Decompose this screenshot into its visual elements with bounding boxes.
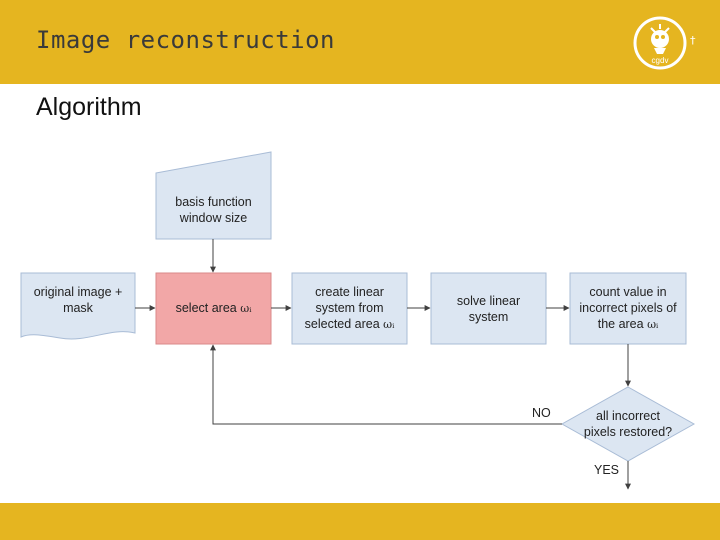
no-label: NO <box>532 406 551 420</box>
omega-symbol: ωᵢ <box>647 318 659 331</box>
solve-system-shape <box>430 272 547 345</box>
original-image-node: original image + mask <box>21 273 135 327</box>
basis-function-label: basis function window size <box>175 194 252 225</box>
original-image-shape <box>20 272 136 340</box>
arrow-no-loop <box>210 344 562 425</box>
omega-symbol: ωᵢ <box>383 318 395 331</box>
logo-text: cgdv <box>652 56 669 65</box>
count-value-label: count value in incorrect pixels of the a… <box>579 285 677 331</box>
solve-system-node: solve linear system <box>431 273 546 344</box>
yes-label: YES <box>594 463 620 477</box>
count-value-node: count value in incorrect pixels of the a… <box>570 273 686 344</box>
decision-node: all incorrect pixels restored? <box>572 400 684 448</box>
solve-system-label: solve linear system <box>456 293 521 324</box>
slide-title: Image reconstruction <box>36 26 335 54</box>
create-system-label: create linear system from selected area <box>304 285 384 331</box>
select-area-node: select area ωᵢ <box>156 273 271 344</box>
footer-bar <box>0 503 720 540</box>
select-area-label: select area <box>175 301 241 315</box>
create-system-node: create linear system from selected area … <box>292 273 407 344</box>
slide-subtitle: Algorithm <box>36 93 142 121</box>
cgdv-logo-icon: cgdv † <box>633 16 696 70</box>
select-area-shape <box>155 272 272 345</box>
logo-mark: † <box>690 34 696 47</box>
basis-function-node: basis function window size <box>156 180 271 239</box>
decision-label: all incorrect pixels restored? <box>583 409 673 439</box>
original-image-label: original image + mask <box>33 285 123 315</box>
basis-function-shape <box>155 151 272 240</box>
create-system-shape <box>291 272 408 345</box>
title-bar: Image reconstruction cgdv † <box>0 0 720 84</box>
count-value-shape <box>569 272 687 345</box>
omega-symbol: ωᵢ <box>240 302 252 315</box>
